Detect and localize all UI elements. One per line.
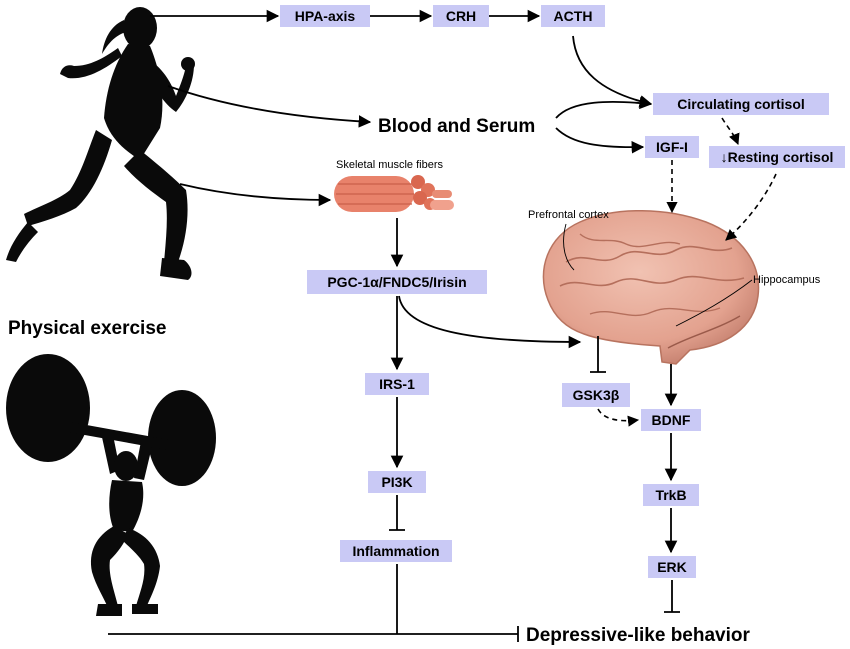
weightlifter-silhouette-icon [6,354,216,616]
node-pgc1a-fndc5-irisin: PGC-1α/FNDC5/Irisin [307,270,487,294]
node-trkb: TrkB [643,484,699,506]
edge-acth-cortisol [572,35,653,108]
edge-pi3k-inflammation [389,495,405,531]
edge-cortisol-resting [721,117,740,146]
svg-text:GSK3β: GSK3β [573,387,620,403]
edge-resting-brain [725,173,777,241]
label-skeletal-muscle-fibers: Skeletal muscle fibers [336,159,443,171]
svg-text:HPA-axis: HPA-axis [295,8,356,24]
label-prefrontal-cortex: Prefrontal cortex [528,209,609,221]
label-physical-exercise: Physical exercise [8,318,166,339]
svg-text:IRS-1: IRS-1 [379,376,415,392]
svg-text:CRH: CRH [446,8,476,24]
pointer-prefrontal [563,223,575,271]
edge-gsk3b-bdnf [597,408,640,427]
node-inflammation: Inflammation [340,540,452,562]
decrease-arrow-icon: ↓ [721,149,728,165]
node-irs-1: IRS-1 [365,373,429,395]
edge-exercise-blood [167,85,372,128]
brain-icon [542,210,760,365]
label-depressive-like-behavior: Depressive-like behavior [526,625,750,646]
pointer-hippocampus [675,279,753,327]
label-hippocampus: Hippocampus [753,274,821,286]
edge-blood-igf1 [555,127,645,154]
edge-exercise-muscle [179,183,332,207]
node-hpa-axis: HPA-axis [280,5,370,27]
edge-weightlifting-depressive [108,626,519,642]
node-circulating-cortisol: Circulating cortisol [653,93,829,115]
node-erk: ERK [648,556,696,578]
node-acth: ACTH [541,5,605,27]
node-crh: CRH [433,5,489,27]
node-gsk3b: GSK3β [562,383,630,407]
node-pi3k: PI3K [368,471,426,493]
edge-blood-cortisol [555,96,653,119]
node-resting-cortisol: ↓Resting cortisol [709,146,845,168]
svg-text:Circulating cortisol: Circulating cortisol [677,96,805,112]
edge-brain-gsk3b [590,336,606,373]
svg-text:IGF-I: IGF-I [656,139,688,155]
svg-text:PI3K: PI3K [381,474,412,490]
runner-silhouette-icon [6,7,195,280]
node-bdnf: BDNF [641,409,701,431]
svg-text:TrkB: TrkB [655,487,686,503]
svg-text:↓Resting cortisol: ↓Resting cortisol [721,149,834,165]
svg-text:ACTH: ACTH [554,8,593,24]
svg-text:Inflammation: Inflammation [352,543,439,559]
edge-erk-depressive [664,580,680,613]
label-blood-and-serum: Blood and Serum [378,116,535,137]
svg-text:PGC-1α/FNDC5/Irisin: PGC-1α/FNDC5/Irisin [327,274,466,290]
node-igf-1: IGF-I [645,136,699,158]
muscle-fibers-icon [334,175,454,212]
svg-text:BDNF: BDNF [652,412,691,428]
svg-text:ERK: ERK [657,559,687,575]
edge-pgc1a-brain [398,295,582,349]
